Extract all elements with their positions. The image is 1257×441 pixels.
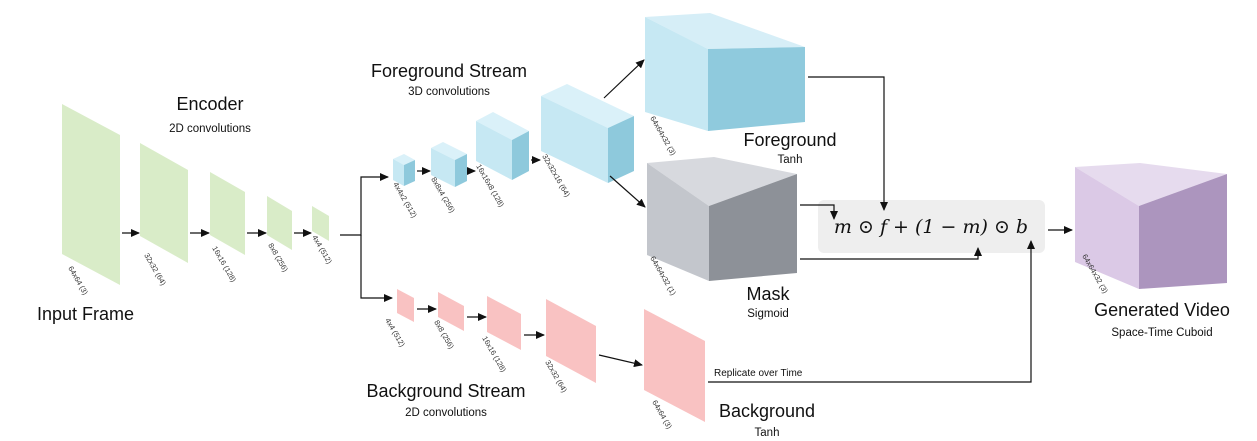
background-replicate-line [708,240,1035,383]
arrow-to-foreground [603,59,645,99]
mask-title: Mask [746,284,790,304]
encoder-layer-1 [62,104,120,285]
bg-stream-subtitle: 2D convolutions [405,407,487,419]
fg-cuboid-1 [393,154,415,186]
fg-cuboid-3 [476,112,529,180]
encoder-layers [62,104,329,285]
generated-video-cuboid [1075,163,1227,289]
replicate-label: Replicate over Time [714,368,803,379]
bg-layer-4 [546,299,596,383]
encoder-layer-4 [267,196,292,250]
mask-to-eq-m [800,204,838,220]
dim-enc-2: 32x32 (64) [142,252,168,288]
fg-cuboid-2 [431,142,467,187]
fg-stream-subtitle: 3D convolutions [408,86,490,98]
branch-line-down [360,235,393,302]
encoder-title: Encoder [176,94,243,114]
bg-layer-5 [644,309,705,422]
encoder-layer-5 [312,206,329,241]
connectors [122,59,1073,383]
fg-stream-title: Foreground Stream [371,61,527,81]
encoder-subtitle: 2D convolutions [169,123,251,135]
dim-fg-1: 4x4x2 (512) [391,181,419,220]
input-frame-label: Input Frame [37,304,134,324]
foreground-to-eq [808,76,888,211]
arrow-to-mask [609,175,646,208]
bg-layer-2 [438,292,464,331]
composition-equation: m ⊙ f + (1 − m) ⊙ b [834,216,1028,238]
generated-subtitle: Space-Time Cuboid [1111,327,1212,339]
foreground-title: Foreground [743,130,836,150]
foreground-stream-layers [393,84,634,187]
dim-foreground: 64x64x32 (3) [648,115,678,158]
dim-enc-1: 64x64 (3) [66,265,90,297]
dim-bg-1: 4x4 (512) [383,317,407,349]
branch-line [340,173,389,236]
bg-stream-title: Background Stream [366,381,525,401]
arrow-bg-4 [598,354,643,368]
mask-to-eq-1m [800,247,982,260]
foreground-output-cuboid [645,13,805,131]
foreground-subtitle: Tanh [778,154,803,166]
bg-layer-1 [397,289,414,322]
encoder-layer-3 [210,172,245,255]
dim-enc-5: 4x4 (512) [310,234,334,266]
generated-title: Generated Video [1094,300,1230,320]
background-stream-layers [397,289,705,422]
equation-box [818,200,1045,253]
background-title: Background [719,401,815,421]
dim-enc-3: 16x16 (128) [210,245,238,285]
fg-cuboid-4 [541,84,634,183]
background-subtitle: Tanh [755,427,780,439]
mask-output-cuboid [647,157,797,281]
encoder-layer-2 [140,143,188,263]
mask-subtitle: Sigmoid [747,308,789,320]
bg-layer-3 [487,296,521,350]
